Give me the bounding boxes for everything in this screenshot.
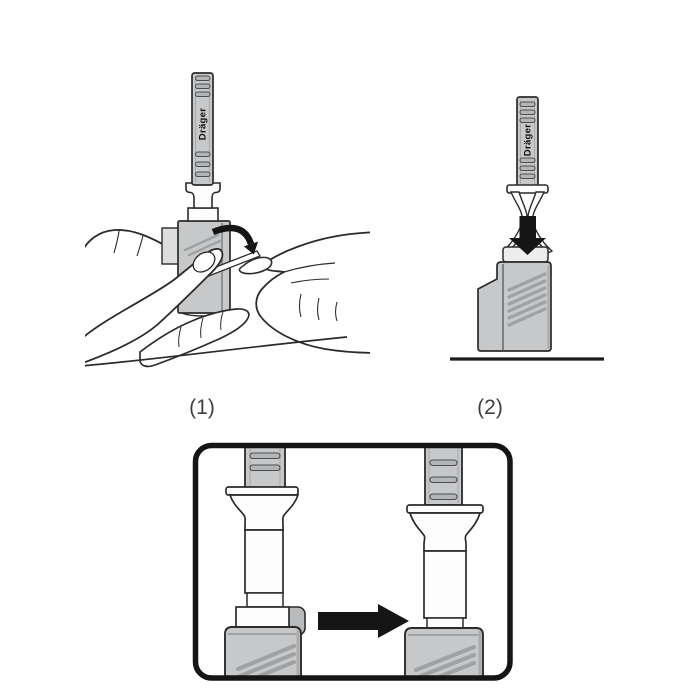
right-arrow-icon <box>318 604 409 638</box>
mouthpiece-funnel <box>228 494 300 531</box>
forearm-line <box>85 336 348 367</box>
brand-label: Dräger <box>523 124 534 156</box>
unpressed-collar <box>235 606 290 628</box>
brand-label: Dräger <box>198 108 209 140</box>
funnel-cylinder <box>244 529 284 594</box>
panel-border <box>192 442 513 681</box>
mouthpiece-funnel <box>185 182 221 209</box>
mouthpiece-flange <box>506 184 549 194</box>
device-before-push <box>224 445 306 678</box>
base-vent-slots <box>414 645 476 678</box>
mouthpiece-flange <box>225 486 299 496</box>
down-arrow-icon <box>509 216 546 255</box>
right-thumb <box>238 256 273 275</box>
body-vent-lines <box>183 233 222 257</box>
mouthpiece-funnel <box>408 512 482 552</box>
side-flange <box>161 227 180 265</box>
step1-label: (1) <box>189 396 215 419</box>
grip-ribs <box>249 452 281 472</box>
right-hand-illustration <box>238 231 370 354</box>
device-after-push <box>404 445 484 678</box>
neck <box>246 592 284 608</box>
step2-illustration: Dräger <box>450 96 604 361</box>
step2-label: (2) <box>477 396 503 419</box>
base-body <box>224 626 302 678</box>
mouthpiece-flange <box>406 504 484 514</box>
base-vent-slots <box>236 644 296 678</box>
base-vent-slots <box>507 272 547 327</box>
grip-ribs <box>429 459 458 501</box>
step1-illustration: Dräger <box>85 72 370 368</box>
base-body <box>477 261 552 352</box>
device-collar <box>187 207 219 222</box>
left-fingers-wrap <box>139 308 250 368</box>
left-thumb <box>85 248 224 364</box>
base-unit <box>477 261 552 352</box>
peel-arrow-icon <box>211 224 259 255</box>
funnel-cylinder <box>423 550 467 619</box>
left-hand-illustration <box>85 248 348 368</box>
grip-ribs <box>195 75 211 177</box>
neck <box>426 617 464 629</box>
grip-ribs <box>519 101 536 179</box>
detail-panel <box>192 442 513 681</box>
